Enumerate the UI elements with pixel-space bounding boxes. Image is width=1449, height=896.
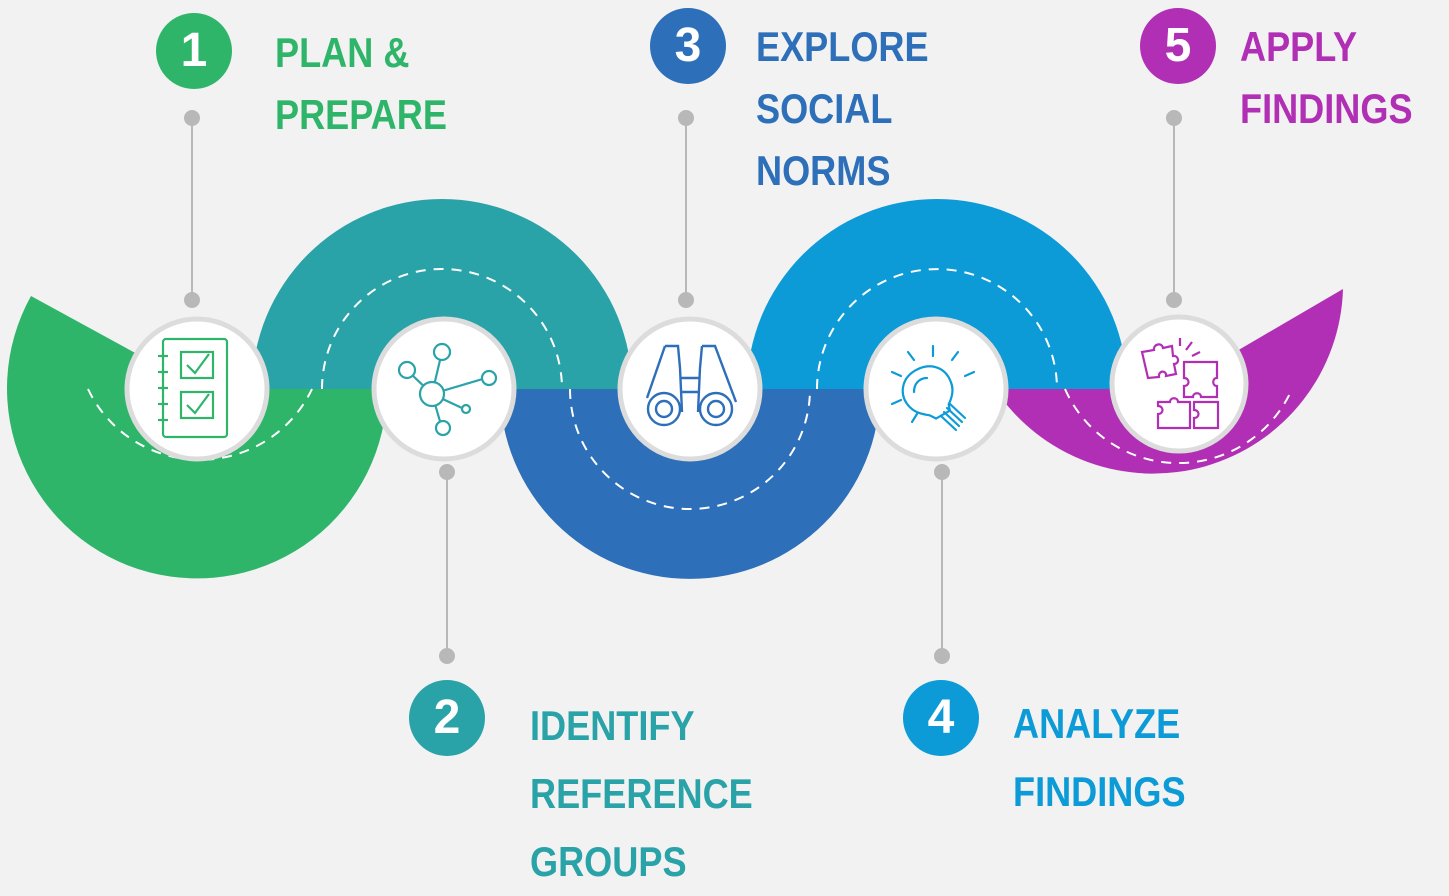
step-number-badge: 3 — [650, 8, 726, 84]
node-1 — [124, 316, 270, 462]
arc-step-2 — [252, 199, 632, 389]
label-line: REFERENCE — [530, 770, 753, 817]
label-line: EXPLORE — [756, 23, 929, 70]
step-label-1: PLAN & PREPARE — [275, 22, 447, 146]
node-5 — [1109, 314, 1249, 454]
step-label-2: IDENTIFY REFERENCE GROUPS — [530, 692, 753, 896]
network-icon — [397, 342, 498, 437]
puzzle-icon — [1140, 338, 1220, 430]
label-line: ANALYZE — [1013, 700, 1181, 747]
label-line: PLAN & — [275, 29, 410, 76]
checklist-icon — [158, 337, 229, 439]
arc-step-5 — [995, 289, 1343, 474]
arc-step-3 — [500, 389, 880, 579]
dashed-guide — [87, 268, 1293, 510]
node-3 — [617, 316, 763, 462]
step-number-badge: 5 — [1140, 8, 1216, 84]
connectors — [184, 110, 1182, 664]
arc-step-4 — [747, 199, 1127, 389]
step-number-badge: 2 — [409, 680, 485, 756]
label-line: NORMS — [756, 147, 891, 194]
label-line: FINDINGS — [1240, 85, 1413, 132]
node-2 — [371, 316, 517, 462]
label-line: IDENTIFY — [530, 702, 695, 749]
label-line: FINDINGS — [1013, 768, 1186, 815]
node-4 — [863, 316, 1009, 462]
step-label-3: EXPLORE SOCIAL NORMS — [756, 16, 929, 202]
lightbulb-icon — [890, 344, 976, 432]
label-line: APPLY — [1240, 23, 1358, 70]
label-line: GROUPS — [530, 838, 687, 885]
step-number-badge: 4 — [903, 680, 979, 756]
label-line: SOCIAL — [756, 85, 893, 132]
label-line: PREPARE — [275, 91, 447, 138]
step-number-badge: 1 — [156, 13, 232, 89]
step-label-5: APPLY FINDINGS — [1240, 16, 1413, 140]
binoculars-icon — [645, 344, 738, 427]
step-label-4: ANALYZE FINDINGS — [1013, 690, 1186, 826]
